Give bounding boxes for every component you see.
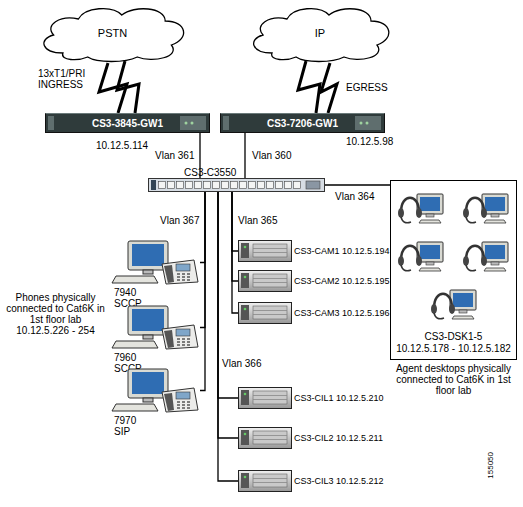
server-box: CS3-CIL1 10.12.5.210 xyxy=(238,387,292,409)
network-cloud: IP xyxy=(245,3,395,63)
ip-address: 10.12.5.114 xyxy=(96,140,148,151)
router-name: CS3-7206-GW1 xyxy=(221,114,384,132)
location-note: Agent desktops physically connected to C… xyxy=(391,363,516,396)
ip-range: 10.12.5.178 - 10.12.5.182 xyxy=(391,343,516,354)
switch-name: CS3-C3550 xyxy=(184,167,236,178)
switch-box: CS3-C3550 xyxy=(148,178,325,192)
lightning-bolts xyxy=(117,61,320,113)
serial-link xyxy=(99,63,127,113)
server-box: CS3-CAM1 10.12.5.194 xyxy=(238,240,292,262)
server-label: CS3-CAM2 10.12.5.195 xyxy=(294,276,390,287)
figure-number: 155050 xyxy=(486,452,495,479)
server-label: CS3-CIL2 10.12.5.211 xyxy=(294,433,383,444)
ethernet-link xyxy=(232,192,238,281)
ethernet-link xyxy=(218,192,238,438)
phone-model: 7970 SIP xyxy=(114,415,148,437)
link-label: 13xT1/PRI INGRESS xyxy=(38,68,96,90)
ip-phone: 7960 SCCP xyxy=(110,305,200,350)
vlan-label: Vlan 361 xyxy=(155,150,194,161)
ip-address: 10.12.5.98 xyxy=(346,136,393,147)
location-note: Phones physically connected to Cat6K in … xyxy=(3,292,108,336)
phone-model: 7960 SCCP xyxy=(114,352,148,374)
cloud-label: PSTN xyxy=(35,3,190,63)
vlan-label: Vlan 366 xyxy=(222,358,261,369)
ip-phone: 7940 SCCP xyxy=(110,240,200,285)
vlan-label: Vlan 367 xyxy=(160,215,199,226)
ethernet-link xyxy=(244,133,245,178)
server-label: CS3-CAM3 10.12.5.196 xyxy=(294,308,390,319)
server-box: CS3-CIL3 10.12.5.212 xyxy=(238,470,292,492)
ethernet-link xyxy=(200,192,205,328)
vlan-label: Vlan 360 xyxy=(252,150,291,161)
router-box: CS3-7206-GW110.12.5.98 xyxy=(220,113,385,133)
ip-phone-icons xyxy=(112,241,198,412)
vlan-label: Vlan 364 xyxy=(335,191,374,202)
server-box: CS3-CIL2 10.12.5.211 xyxy=(238,427,292,449)
serial-link xyxy=(321,63,337,113)
ethernet-link xyxy=(325,184,390,185)
ip-phone: 7970 SIP xyxy=(110,368,200,413)
agent-desktop-group: CS3-DSK1-510.12.5.178 - 10.12.5.182Agent… xyxy=(390,180,517,360)
server-label: CS3-CIL3 10.12.5.212 xyxy=(294,476,384,487)
cloud-label: IP xyxy=(245,3,395,63)
server-label: CS3-CAM1 10.12.5.194 xyxy=(294,246,390,257)
link-label: EGRESS xyxy=(346,82,388,93)
network-cloud: PSTN xyxy=(35,3,190,63)
phone-model: 7940 SCCP xyxy=(114,287,148,309)
server-label: CS3-CIL1 10.12.5.210 xyxy=(294,393,384,404)
ethernet-link xyxy=(200,192,205,391)
ethernet-link xyxy=(200,192,205,263)
router-name: CS3-3845-GW1 xyxy=(46,114,209,132)
router-box: CS3-3845-GW110.12.5.114 xyxy=(45,113,210,133)
desktop-label: CS3-DSK1-5 xyxy=(391,331,516,342)
vlan-label: Vlan 365 xyxy=(238,215,277,226)
ethernet-link xyxy=(218,192,238,481)
server-box: CS3-CAM3 10.12.5.196 xyxy=(238,302,292,324)
server-box: CS3-CAM2 10.12.5.195 xyxy=(238,270,292,292)
